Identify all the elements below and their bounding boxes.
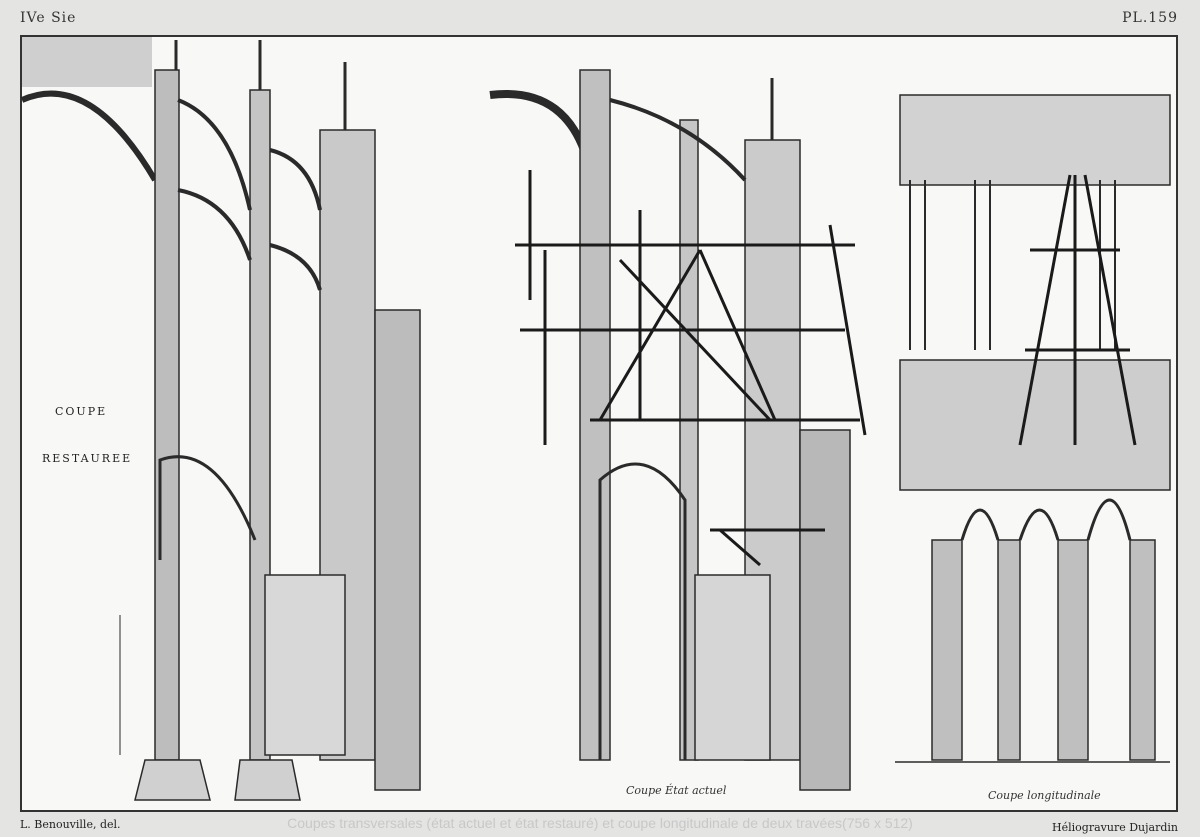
scaffolding <box>515 170 867 567</box>
longitudinal-section-drawing <box>895 94 1171 763</box>
restored-section-drawing <box>20 37 421 801</box>
current-state-section-drawing <box>489 69 867 791</box>
engraver-credit: Héliogravure Dujardin <box>1052 821 1178 834</box>
draughtsman-credit: L. Benouville, del. <box>20 818 121 831</box>
longitudinal-scaffolding <box>1018 174 1137 446</box>
label-restauree: RESTAUREE <box>42 452 133 465</box>
label-current-state: Coupe État actuel <box>626 784 727 797</box>
image-caption: Coupes transversales (état actuel et éta… <box>287 815 913 831</box>
series-label: IVe Sie <box>20 10 77 26</box>
label-longitudinal: Coupe longitudinale <box>988 789 1101 802</box>
plate-number: PL.159 <box>1122 10 1178 26</box>
label-coupe: COUPE <box>55 405 108 418</box>
